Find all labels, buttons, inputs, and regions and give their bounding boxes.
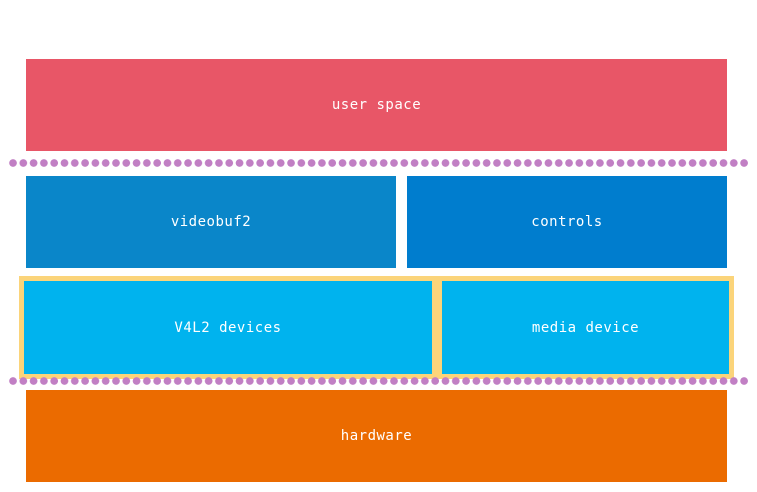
- hardware-label: hardware: [340, 428, 413, 444]
- user-space-block: user space: [26, 59, 727, 151]
- user-space-label: user space: [331, 97, 422, 113]
- hardware-block: hardware: [26, 390, 727, 482]
- videobuf2-block: videobuf2: [26, 176, 396, 268]
- kernel-hardware-boundary: [8, 376, 750, 386]
- user-kernel-boundary: [8, 158, 750, 168]
- controls-label: controls: [531, 214, 603, 230]
- device-frame-divider: [432, 279, 442, 376]
- media-device-label: media device: [531, 319, 640, 336]
- videobuf2-label: videobuf2: [170, 214, 252, 230]
- media-device-block: media device: [442, 281, 729, 374]
- controls-block: controls: [407, 176, 727, 268]
- v4l2-devices-label: V4L2 devices: [174, 319, 282, 336]
- v4l2-devices-block: V4L2 devices: [24, 281, 432, 374]
